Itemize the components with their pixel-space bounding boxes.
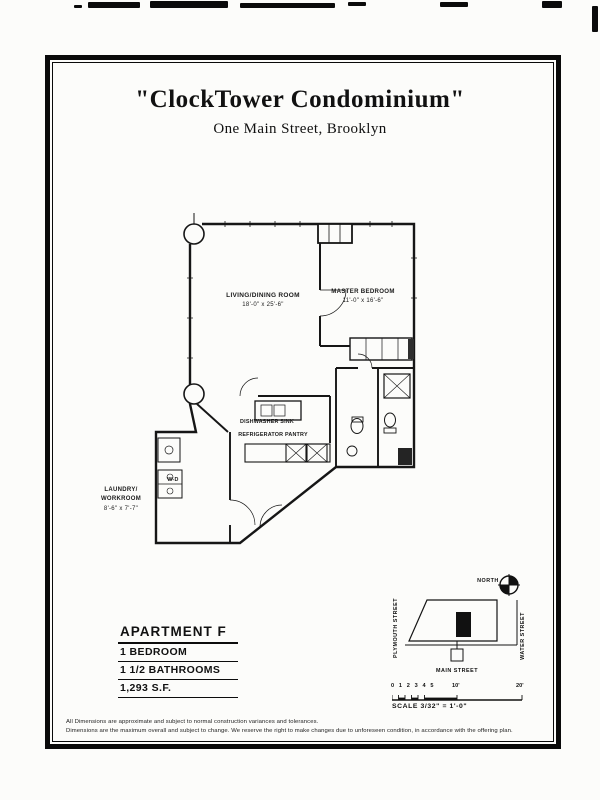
apartment-name: APARTMENT F [118, 622, 238, 644]
page-title: "ClockTower Condominium" [135, 86, 465, 113]
laundry-label-2: WORKROOM [100, 496, 142, 502]
north-label: NORTH [477, 578, 499, 584]
scan-artifact [592, 6, 598, 32]
unit-info-block: APARTMENT F 1 BEDROOM 1 1/2 BATHROOMS 1,… [118, 622, 238, 698]
water-street-label: WATER STREET [520, 612, 526, 660]
column-bottom [183, 383, 205, 405]
floor-plan-walls [154, 213, 417, 545]
plymouth-street-label: PLYMOUTH STREET [393, 597, 399, 659]
washer-dial [166, 473, 174, 481]
window-ticks [187, 221, 417, 359]
city-block-outline [408, 599, 498, 642]
washer-dryer-label: W-D [167, 477, 179, 483]
pier-block [450, 648, 464, 662]
top-closet [317, 223, 353, 244]
scan-artifact [240, 3, 335, 8]
disclaimer-line-1: All Dimensions are approximate and subje… [66, 719, 319, 725]
refrigerator-box [285, 443, 307, 463]
master-closet [349, 337, 413, 361]
living-room-dims: 18'-0" x 25'-6" [242, 302, 284, 308]
toilet-icon [350, 418, 364, 434]
scan-artifact [150, 1, 228, 8]
refrigerator-pantry-label: REFRIGERATOR PANTRY [238, 432, 308, 438]
laundry-dims: 8'-6" x 7'-7" [103, 506, 139, 512]
shower-cross [383, 373, 411, 399]
toilet-icon-2 [384, 412, 396, 428]
scan-artifact [440, 2, 468, 7]
bedroom-door-swing [319, 289, 347, 317]
kitchen-sink-basin-1 [260, 404, 273, 417]
laundry-label-1: LAUNDRY/ [104, 487, 138, 493]
laundry-door-swing [229, 499, 256, 526]
scan-artifact [348, 2, 366, 6]
kitchen-sink-basin-2 [273, 404, 286, 417]
entry-door-swing [259, 504, 283, 528]
scan-artifact [542, 1, 562, 8]
kitchen-door-swing [239, 377, 259, 397]
scale-twenty-label: 20' [516, 683, 524, 689]
clocktower-building-marker [456, 612, 471, 637]
pantry-cross [306, 443, 328, 463]
scale-ten-label: 10' [452, 683, 460, 689]
kitchen-island [254, 400, 302, 421]
laundry-sink-drain [164, 445, 174, 455]
site-map [405, 599, 518, 662]
master-bedroom-label: MASTER BEDROOM [331, 288, 395, 295]
page-frame-inner-rule [52, 62, 554, 742]
scale-numbers: 0 1 2 3 4 5 [391, 683, 436, 689]
scan-artifact [74, 5, 82, 8]
dryer-dial [166, 487, 174, 495]
bathroom-count: 1 1/2 BATHROOMS [118, 662, 238, 680]
north-compass-icon [498, 574, 520, 596]
living-room-label: LIVING/DINING ROOM [226, 292, 300, 299]
top-closet-dividers [328, 224, 341, 243]
floor-plan-drawing [154, 213, 417, 545]
refrigerator-cross [285, 443, 307, 463]
master-bedroom-dims: 11'-0" x 16'-6" [342, 298, 384, 304]
square-footage: 1,293 S.F. [118, 680, 238, 698]
toilet-tank [351, 416, 364, 423]
bathroom-door-swing [357, 353, 373, 369]
disclaimer-line-2: Dimensions are the maximum overall and s… [66, 728, 513, 734]
page-frame [45, 55, 561, 749]
sink-icon [346, 445, 358, 457]
scale-bar [392, 695, 523, 701]
toilet-tank-2 [383, 427, 397, 434]
dishwasher-sink-label: DISHWASHER SINK [240, 419, 294, 425]
closet-dividers [365, 338, 399, 360]
wall-poche [408, 339, 414, 359]
kitchen-walls [258, 395, 331, 443]
bedroom-count: 1 BEDROOM [118, 644, 238, 662]
bath-fixture-dark [398, 448, 412, 465]
hall-wall [196, 403, 229, 433]
main-street-label: MAIN STREET [435, 668, 479, 674]
scan-artifact [88, 2, 140, 8]
scale-note: SCALE 3/32" = 1'-0" [392, 703, 468, 710]
laundry-sink [157, 437, 181, 463]
shower-icon [383, 373, 411, 399]
column-top [183, 223, 205, 245]
bathroom-walls [335, 367, 414, 467]
pantry-box [306, 443, 328, 463]
page-subtitle: One Main Street, Brooklyn [213, 121, 387, 137]
